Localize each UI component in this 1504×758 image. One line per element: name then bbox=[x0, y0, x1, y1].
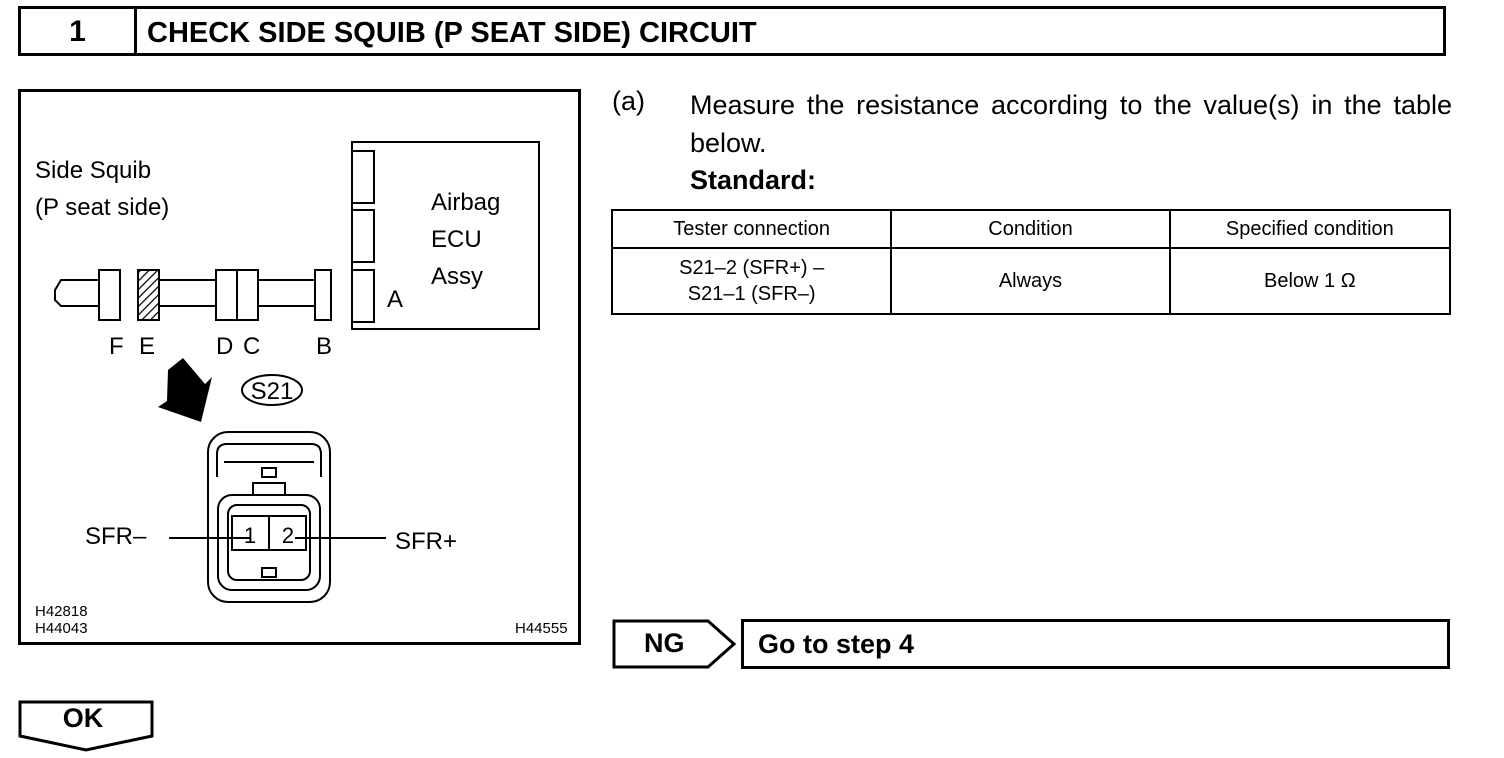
connector-letter-e: E bbox=[139, 333, 155, 360]
standard-label: Standard: bbox=[690, 165, 817, 195]
table-header-row: Tester connection Condition Specified co… bbox=[610, 209, 1452, 249]
connector-face bbox=[207, 431, 331, 603]
connector-letter-a: A bbox=[387, 286, 403, 313]
tester-connection-line1: S21–2 (SFR+) – bbox=[679, 257, 825, 279]
step-number: 1 bbox=[21, 9, 137, 53]
wire-harness bbox=[54, 269, 332, 321]
spec-table: Tester connection Condition Specified co… bbox=[610, 209, 1452, 315]
table-header-specified: Specified condition bbox=[1168, 209, 1452, 249]
step-title: CHECK SIDE SQUIB (P SEAT SIDE) CIRCUIT bbox=[147, 17, 757, 49]
ecu-label-line3: Assy bbox=[431, 263, 483, 290]
ng-action-box: Go to step 4 bbox=[741, 619, 1450, 669]
tester-connection-cell: S21–2 (SFR+) – S21–1 (SFR–) bbox=[610, 247, 893, 315]
ok-result-arrow: OK bbox=[18, 700, 156, 752]
step-header: 1 CHECK SIDE SQUIB (P SEAT SIDE) CIRCUIT bbox=[18, 6, 1446, 56]
ecu-label-line1: Airbag bbox=[431, 189, 500, 216]
connector-diagram: Side Squib (P seat side) Airbag ECU Assy bbox=[18, 89, 581, 645]
ng-result-arrow: NG bbox=[612, 619, 738, 669]
ng-action-text: Go to step 4 bbox=[758, 629, 915, 659]
connector-letter-b: B bbox=[316, 333, 332, 360]
diagram-drawing: Side Squib (P seat side) Airbag ECU Assy bbox=[35, 141, 568, 637]
ecu-label-line2: ECU bbox=[431, 226, 482, 253]
arrow-icon bbox=[158, 358, 212, 422]
ok-arrow-shape bbox=[18, 700, 154, 752]
specified-condition-cell: Below 1 Ω bbox=[1168, 247, 1452, 315]
table-header-tester: Tester connection bbox=[610, 209, 893, 249]
pin-2: 2 bbox=[282, 523, 294, 548]
connector-letter-c: C bbox=[243, 333, 260, 360]
pin-right-label: SFR+ bbox=[395, 528, 457, 555]
airbag-ecu-box bbox=[351, 141, 540, 330]
ref-code-left-1: H42818 bbox=[35, 603, 88, 620]
instruction-label: (a) bbox=[612, 86, 645, 116]
ng-label: NG bbox=[644, 628, 685, 658]
tester-connection-line2: S21–1 (SFR–) bbox=[687, 283, 816, 305]
component-label-line2: (P seat side) bbox=[35, 194, 169, 221]
pin-left-label: SFR– bbox=[85, 523, 147, 550]
connector-id-ellipse bbox=[241, 374, 303, 406]
table-row: S21–2 (SFR+) – S21–1 (SFR–) Always Below… bbox=[610, 247, 1452, 315]
connector-id: S21 bbox=[251, 378, 294, 405]
component-label-line1: Side Squib bbox=[35, 157, 151, 184]
connector-letter-f: F bbox=[109, 333, 124, 360]
ref-code-right: H44555 bbox=[515, 620, 568, 637]
ref-code-left-2: H44043 bbox=[35, 620, 88, 637]
table-header-condition: Condition bbox=[890, 209, 1171, 249]
ng-arrow-shape bbox=[612, 619, 737, 669]
instruction-text: Measure the resistance according to the … bbox=[690, 90, 1452, 158]
pin-1: 1 bbox=[244, 523, 256, 548]
ok-label: OK bbox=[62, 703, 104, 733]
connector-letter-d: D bbox=[216, 333, 233, 360]
condition-cell: Always bbox=[890, 247, 1171, 315]
